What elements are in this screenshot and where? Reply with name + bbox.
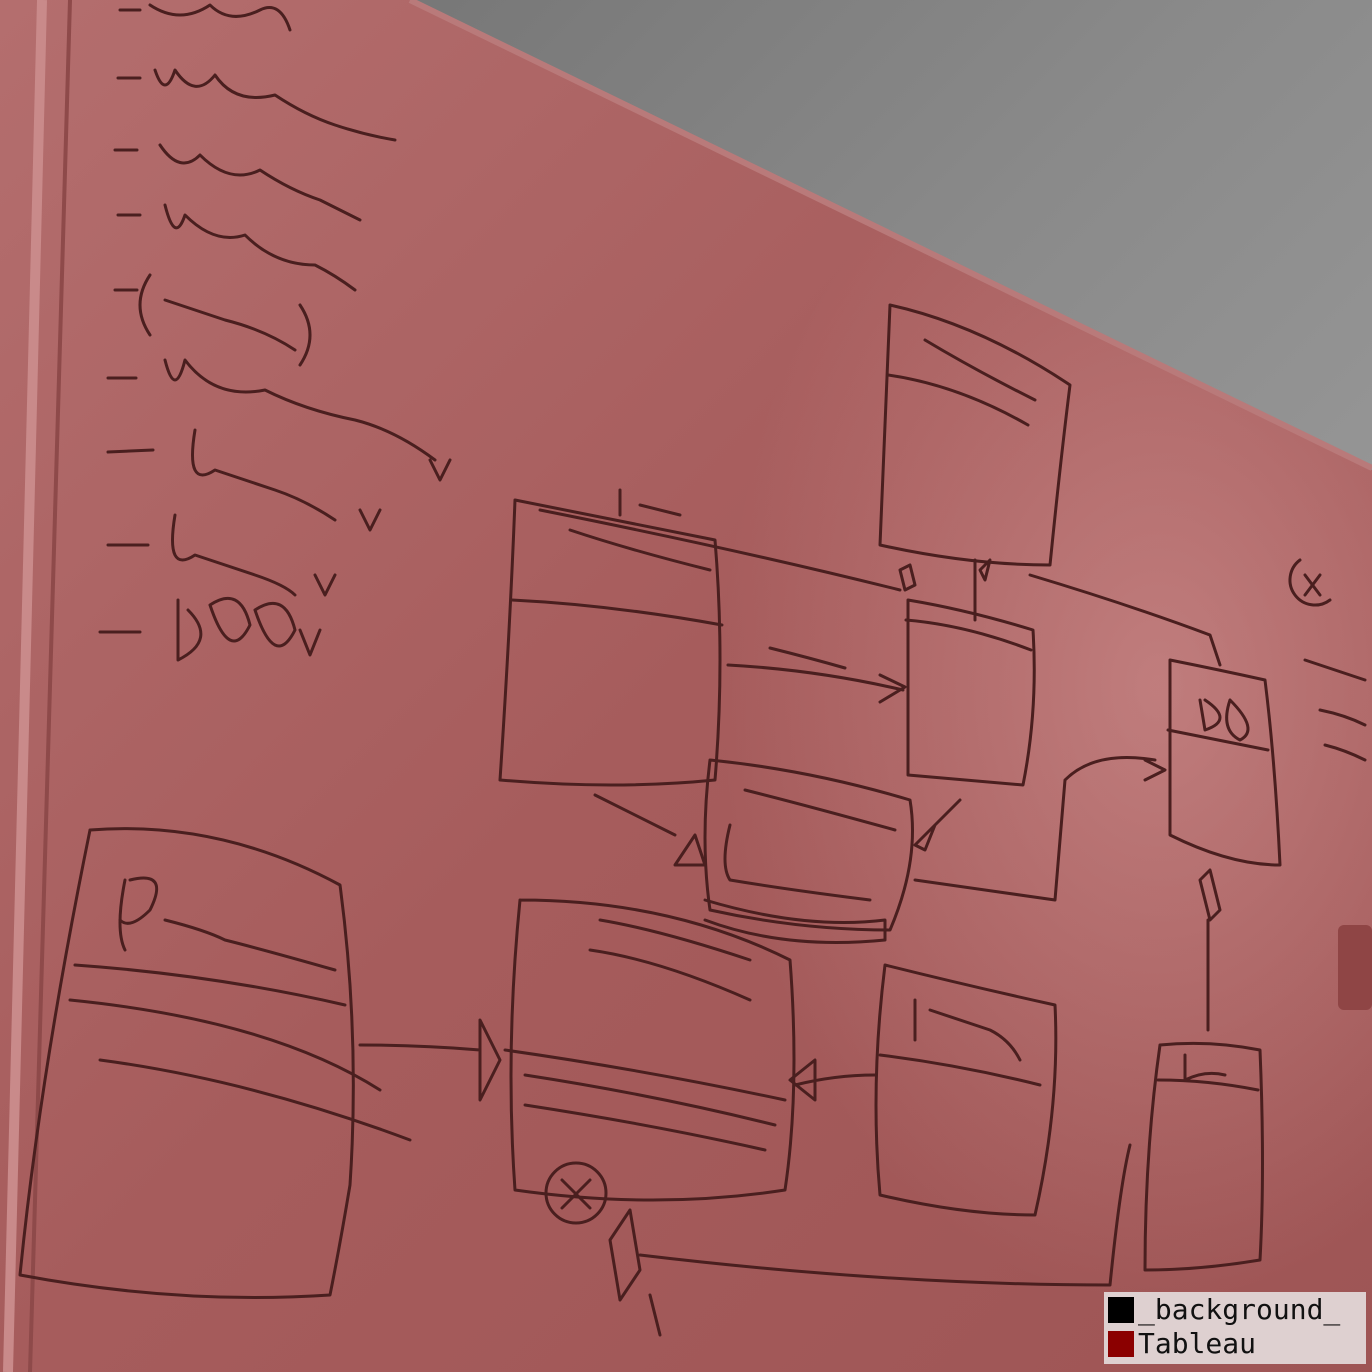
legend-label-background: _background_ <box>1138 1293 1341 1326</box>
handwriting-strokes <box>18 3 1367 1337</box>
legend-swatch-background <box>1108 1297 1134 1323</box>
class-legend: _background_ Tableau <box>1104 1292 1366 1364</box>
legend-item-tableau: Tableau <box>1108 1328 1256 1360</box>
board-eraser <box>1338 925 1372 1010</box>
legend-label-tableau: Tableau <box>1138 1327 1257 1360</box>
legend-item-background: _background_ <box>1108 1294 1340 1326</box>
legend-swatch-tableau <box>1108 1331 1134 1357</box>
